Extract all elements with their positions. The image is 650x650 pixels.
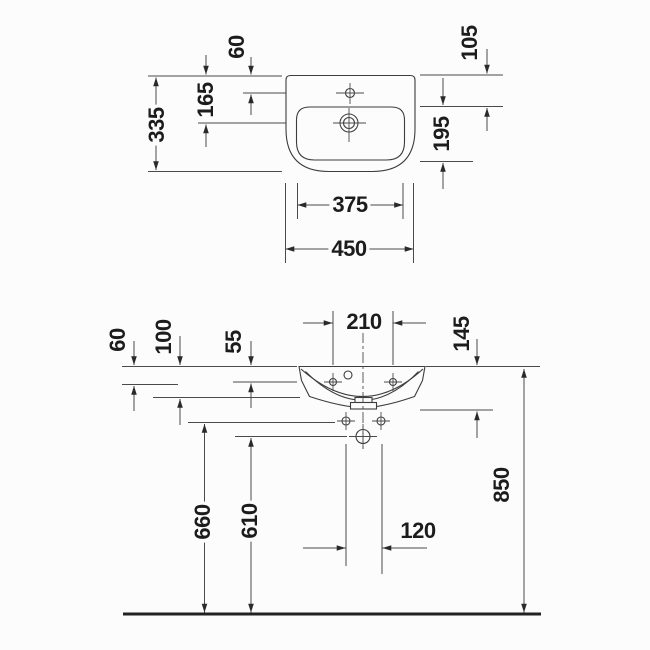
dim-label-taphole-from-rear: 60 <box>224 35 249 59</box>
dim-label-rim-to-fixing-holes: 60 <box>105 328 130 352</box>
dim-label-supply-height: 660 <box>190 501 215 543</box>
plan-crosshairs <box>333 83 366 142</box>
dim-label-overall-depth: 335 <box>144 104 169 146</box>
dim-label-drain-from-rear: 165 <box>193 82 218 118</box>
dim-label-rim-mounting-height: 850 <box>489 467 514 503</box>
dim-label-rim-offset-mid: 100 <box>151 319 176 355</box>
dim-label-bowl-rim-from-rear: 105 <box>457 25 482 61</box>
plan-view-basin <box>285 74 416 173</box>
dim-label-fixing-hole-spacing: 210 <box>343 311 385 333</box>
plan-inner-bowl <box>295 106 406 161</box>
dim-label-overall-width: 450 <box>328 238 370 260</box>
front-view-dimensions <box>122 311 540 613</box>
dim-label-outlet-height: 610 <box>237 500 262 542</box>
drain-fitting-neck <box>354 396 373 404</box>
dim-label-rim-offset-small: 55 <box>221 330 246 354</box>
dim-label-inner-bowl-width: 375 <box>329 194 371 216</box>
front-tap-hole <box>343 370 353 380</box>
front-view-basin <box>298 365 426 445</box>
dim-label-inner-bowl-depth: 195 <box>429 113 454 155</box>
dim-label-supply-spacing: 120 <box>400 518 436 543</box>
dim-label-rim-to-bottom-edge: 145 <box>449 316 474 352</box>
drain-fitting-flange <box>349 401 378 410</box>
front-crosshairs <box>324 312 402 452</box>
